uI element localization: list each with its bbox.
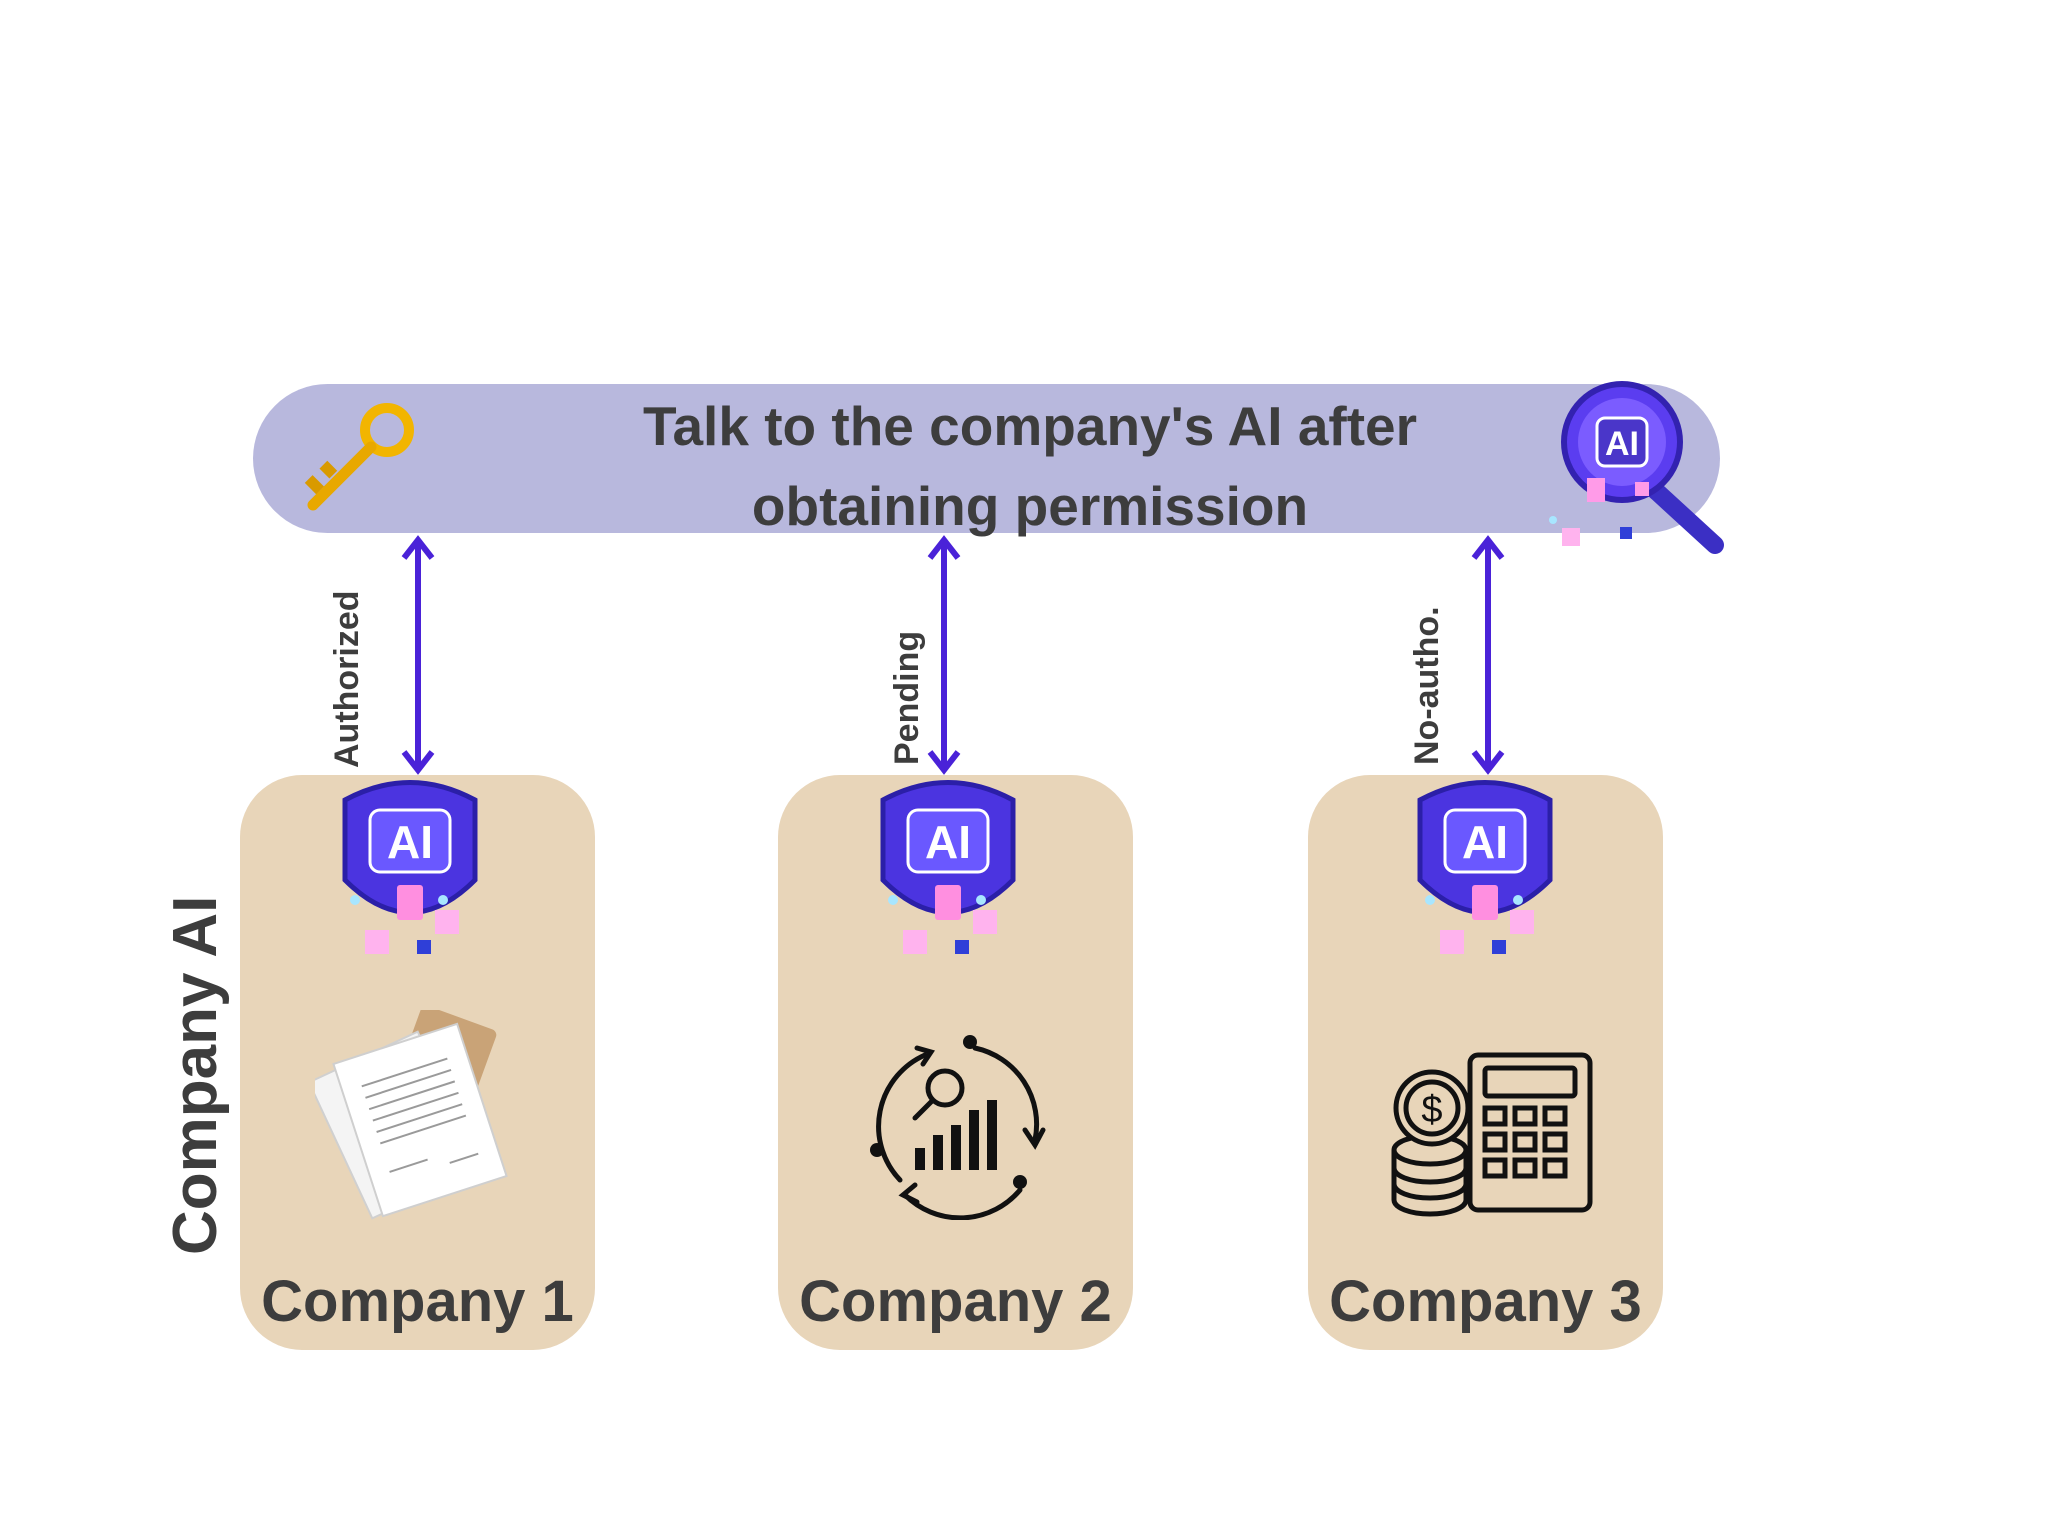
ai-chip-magnifier-icon: AI — [1549, 381, 1724, 554]
arrow-company-1 — [401, 535, 435, 775]
svg-text:$: $ — [1421, 1089, 1442, 1131]
company-ai-label: Company AI — [161, 895, 230, 1255]
company-name-2: Company 2 — [799, 1269, 1112, 1334]
chip-label: AI — [925, 816, 971, 868]
banner-title: Talk to the company's AI after obtaining… — [642, 395, 1418, 537]
analytics-cycle-icon — [870, 1035, 1046, 1220]
ai-shield-icon: AI — [880, 780, 1016, 954]
status-label-3: No-autho. — [1408, 606, 1446, 765]
svg-text:AI: AI — [1605, 425, 1639, 463]
ai-shield-icon: AI — [342, 780, 478, 954]
arrow-company-2 — [927, 535, 961, 775]
status-label-1: Authorized — [328, 590, 366, 768]
coins-calculator-icon: $ — [1391, 1052, 1593, 1217]
chip-label: AI — [1462, 816, 1508, 868]
permission-banner — [253, 384, 1720, 533]
company-name-3: Company 3 — [1329, 1269, 1642, 1334]
arrow-company-3 — [1471, 535, 1505, 775]
chip-label: AI — [387, 816, 433, 868]
status-label-2: Pending — [888, 630, 926, 765]
key-icon — [304, 403, 414, 511]
documents-icon — [315, 1010, 508, 1220]
ai-shield-icon: AI — [1417, 780, 1553, 954]
company-name-1: Company 1 — [261, 1269, 574, 1334]
